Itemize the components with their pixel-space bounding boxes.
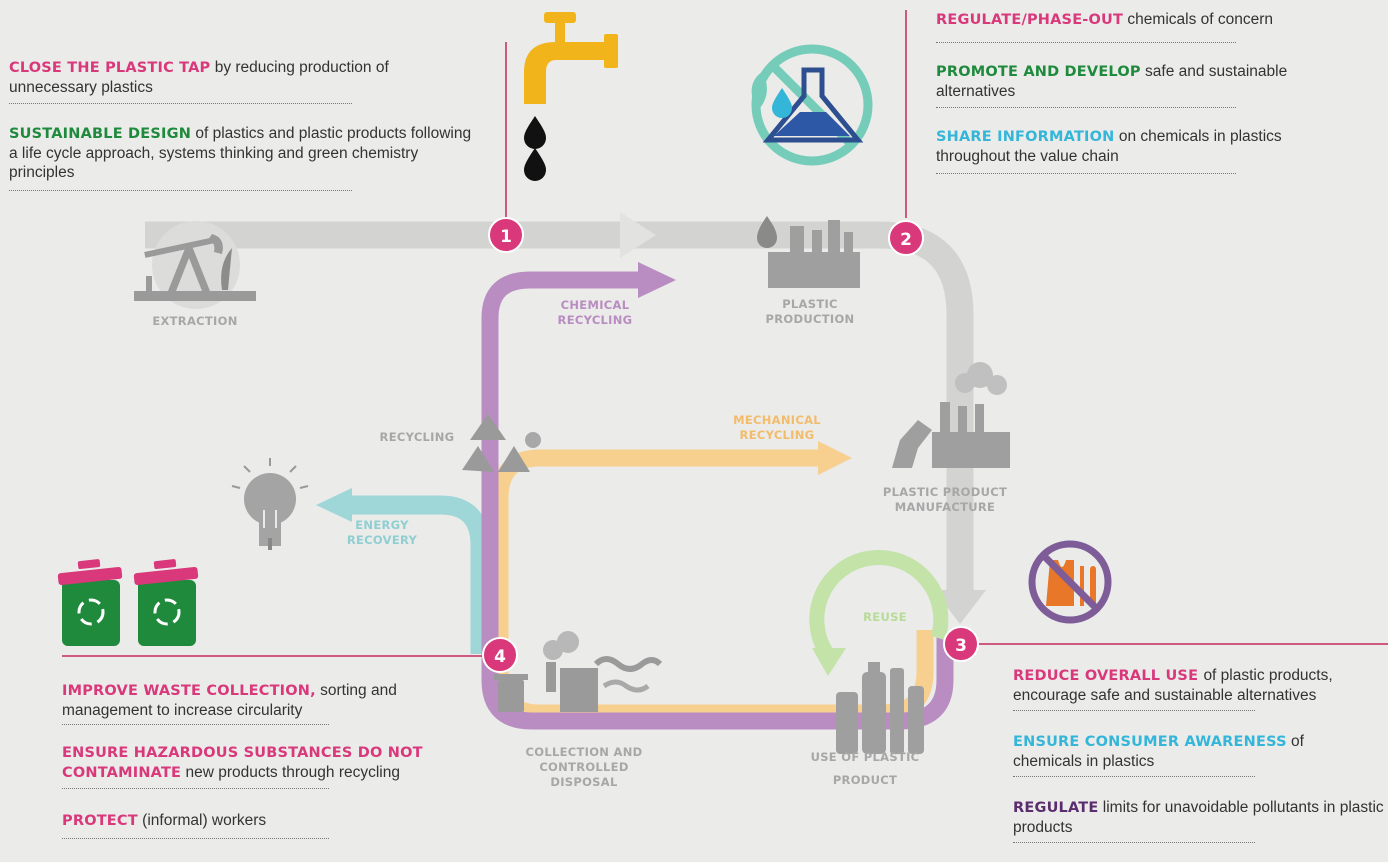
chemical-recycling-arrowhead [638, 262, 676, 298]
keyword: SHARE INFORMATION [936, 129, 1115, 145]
description: (informal) workers [137, 812, 267, 829]
keyword: REDUCE OVERALL USE [1013, 668, 1204, 684]
keyword: IMPROVE WASTE COLLECTION, [62, 683, 316, 699]
keyword: SUSTAINABLE DESIGN [9, 126, 192, 142]
tap-icon [524, 12, 618, 181]
action-promote-develop: PROMOTE AND DEVELOP safe and sustainable… [936, 62, 1356, 101]
action-hazardous-substances: ENSURE HAZARDOUS SUBSTANCES DO NOT CONTA… [62, 743, 472, 783]
mechanical-recycling-arrowhead [818, 441, 852, 475]
label-reuse: REUSE [863, 610, 907, 624]
description: safe and sustainable alternatives [936, 63, 1288, 100]
keyword: REGULATE/PHASE-OUT [936, 12, 1124, 28]
step-badge-2: 2 [888, 220, 924, 256]
plastic-bottles-icon [836, 662, 924, 754]
no-single-use-plastics-icon [1028, 540, 1112, 624]
divider [9, 190, 352, 191]
action-improve-waste-collection: IMPROVE WASTE COLLECTION, sorting and ma… [62, 681, 482, 720]
recycling-bin-icon-1 [57, 559, 123, 646]
description: of chemicals in plastics [1013, 733, 1304, 770]
main-flow-arrowhead-1 [620, 212, 656, 258]
action-regulate-limits: REGULATE limits for unavoidable pollutan… [1013, 798, 1385, 837]
divider [936, 173, 1236, 174]
energy-recovery-arrowhead [316, 488, 352, 522]
keyword: CLOSE THE PLASTIC TAP [9, 60, 211, 76]
label-extraction: EXTRACTION [152, 314, 238, 328]
keyword: PROTECT [62, 813, 138, 829]
main-flow-arrowhead-2 [934, 590, 986, 624]
action-consumer-awareness: ENSURE CONSUMER AWARENESS of chemicals i… [1013, 732, 1373, 771]
light-bulb-icon [231, 458, 309, 550]
keyword: PROMOTE AND DEVELOP [936, 64, 1141, 80]
reuse-loop [809, 550, 949, 660]
action-reduce-overall-use: REDUCE OVERALL USE of plastic products, … [1013, 666, 1388, 705]
divider [9, 103, 352, 104]
factory-icon [892, 362, 1010, 468]
action-sustainable-design: SUSTAINABLE DESIGN of plastics and plast… [9, 124, 479, 182]
divider [1013, 776, 1255, 777]
step-badge-1: 1 [488, 217, 524, 253]
description: chemicals of concern [1123, 11, 1274, 28]
energy-recovery-flow [350, 495, 490, 654]
step-badge-4: 4 [482, 637, 518, 673]
description: by reducing production of unnecessary pl… [9, 59, 389, 96]
description: limits for unavoidable pollutants in pla… [1013, 799, 1384, 836]
label-recycling: RECYCLING [379, 430, 455, 444]
divider [1013, 842, 1255, 843]
description: sorting and management to increase circu… [62, 682, 397, 719]
keyword: REGULATE [1013, 800, 1099, 816]
divider [62, 788, 329, 789]
action-regulate-phase-out: REGULATE/PHASE-OUT chemicals of concern [936, 10, 1386, 30]
reuse-arrowhead [812, 648, 846, 676]
divider [1013, 710, 1255, 711]
recycling-icon [462, 414, 541, 472]
divider [936, 42, 1236, 43]
description: of plastics and plastic products followi… [9, 125, 472, 181]
action-protect-workers: PROTECT (informal) workers [62, 811, 482, 831]
action-share-information: SHARE INFORMATION on chemicals in plasti… [936, 127, 1356, 166]
description: new products through recycling [181, 764, 400, 781]
divider [936, 107, 1236, 108]
step-badge-3: 3 [943, 626, 979, 662]
description: of plastic products, encourage safe and … [1013, 667, 1333, 704]
divider [62, 838, 329, 839]
no-chemicals-icon [751, 44, 873, 166]
refinery-icon [757, 216, 860, 288]
keyword: ENSURE HAZARDOUS SUBSTANCES DO NOT CONTA… [62, 745, 423, 781]
divider [62, 724, 329, 725]
description: on chemicals in plastics throughout the … [936, 128, 1282, 165]
disposal-icon [494, 631, 663, 712]
action-close-plastic-tap: CLOSE THE PLASTIC TAP by reducing produc… [9, 58, 479, 97]
pumpjack-icon [134, 221, 256, 309]
keyword: ENSURE CONSUMER AWARENESS [1013, 734, 1287, 750]
recycling-bin-icon-2 [133, 559, 199, 646]
